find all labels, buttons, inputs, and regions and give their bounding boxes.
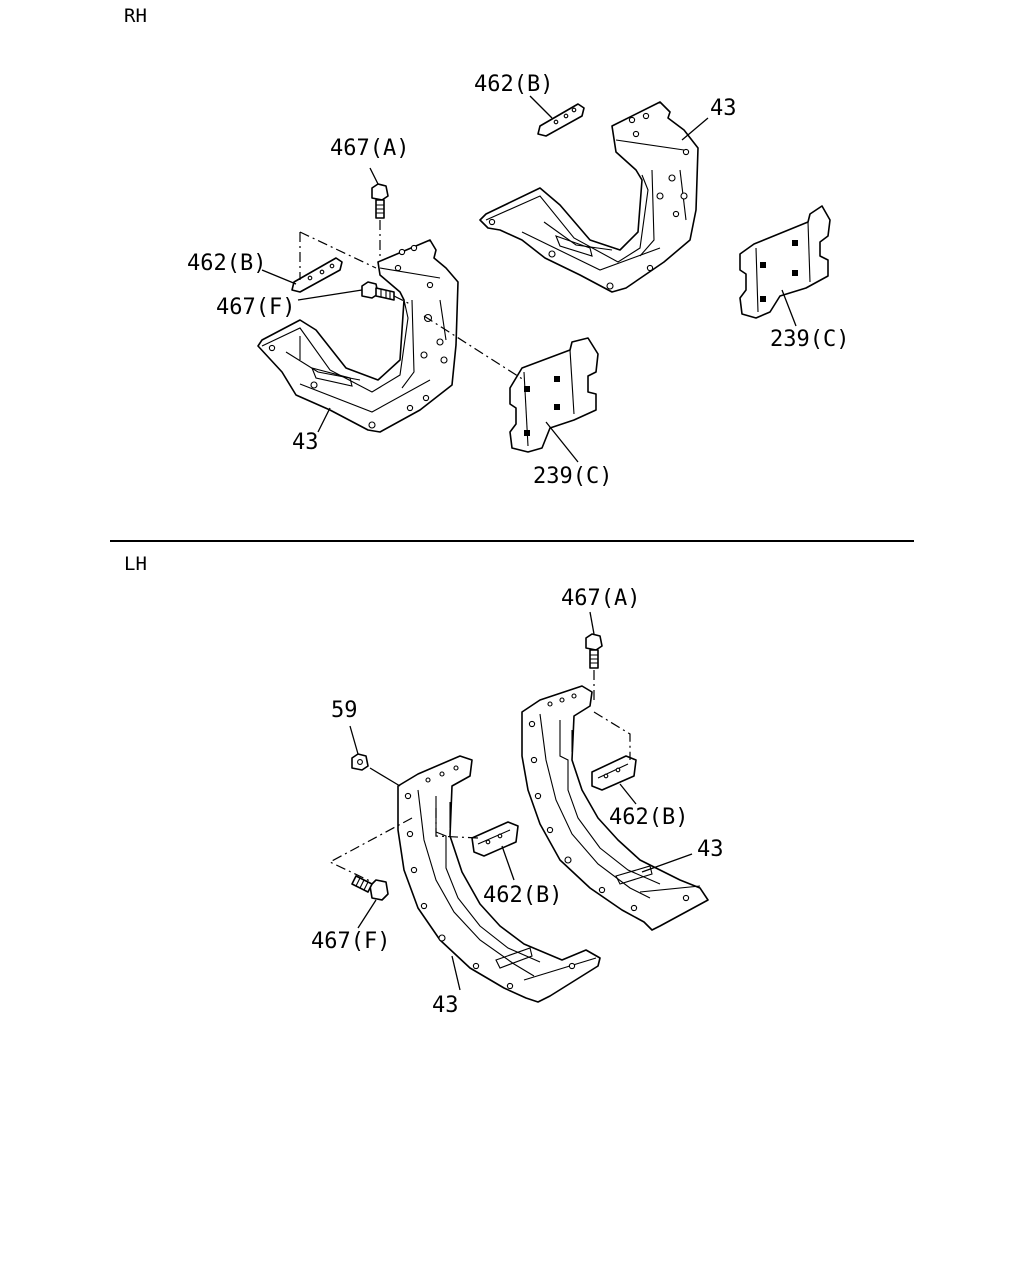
lh-leader-shim-left: [501, 845, 515, 881]
rh-callout-shim-left: 462(B): [187, 251, 266, 276]
rh-callout-bracket-right: 43: [710, 96, 737, 121]
rh-bolt-f: [361, 281, 395, 301]
rh-leader-bolt-f: [297, 289, 363, 301]
lh-leader-shim-right: [619, 783, 637, 805]
lh-leader-nut: [349, 725, 359, 755]
lh-callout-bracket-left: 43: [432, 993, 459, 1018]
rh-leader-plate-rear: [781, 289, 797, 327]
rh-bracket-front: [257, 239, 459, 433]
rh-leader-bolt-a: [369, 167, 379, 185]
lh-leader-bracket-left: [451, 955, 461, 991]
rh-callout-bolt-f: 467(F): [216, 295, 295, 320]
rh-shim-left: [291, 257, 343, 293]
lh-bolt-f: [351, 875, 389, 901]
rh-leader-shim-upper: [529, 95, 553, 119]
rh-leader-plate-front: [545, 421, 579, 463]
rh-callout-bolt-a: 467(A): [330, 136, 409, 161]
lh-leader-bolt-f: [357, 899, 377, 929]
rh-callout-plate-rear: 239(C): [770, 327, 849, 352]
lh-leader-nut-bracket: [369, 767, 401, 787]
rh-phantom-bolt-f: [393, 295, 411, 305]
rh-bolt-a: [371, 183, 389, 219]
rh-leader-bracket-right: [681, 117, 709, 141]
rh-callout-plate-front: 239(C): [533, 464, 612, 489]
lh-callout-bolt-f: 467(F): [311, 929, 390, 954]
lh-callout-shim-right: 462(B): [609, 805, 688, 830]
lh-leader-bolt-a: [589, 611, 595, 635]
rh-callout-shim-upper: 462(B): [474, 72, 553, 97]
lh-callout-bolt-a: 467(A): [561, 586, 640, 611]
rh-phantom-shim: [299, 231, 377, 280]
lh-leader-bracket-right: [641, 853, 693, 873]
rh-leader-shim-left: [261, 269, 297, 285]
lh-bracket-rear: [521, 685, 709, 931]
rh-shim-upper: [537, 103, 585, 137]
rh-plate-front: [509, 337, 599, 453]
lh-callout-shim-left: 462(B): [483, 883, 562, 908]
rh-bracket-rear: [479, 101, 699, 293]
rh-plate-rear: [739, 205, 831, 319]
rh-leader-bracket-left: [317, 407, 331, 433]
section-label-rh: RH: [124, 5, 147, 27]
lh-phantom-shim-right: [593, 711, 631, 760]
lh-bracket-front: [397, 755, 601, 1003]
lh-callout-bracket-right: 43: [697, 837, 724, 862]
lh-phantom-shim-left: [435, 808, 479, 839]
lh-bolt-a: [585, 633, 603, 669]
section-label-lh: LH: [124, 553, 147, 575]
lh-phantom-bolt-f: [328, 817, 413, 883]
lh-nut: [351, 753, 369, 771]
lh-callout-nut: 59: [331, 698, 358, 723]
rh-callout-bracket-left: 43: [292, 430, 319, 455]
lh-shim-left: [471, 821, 519, 857]
lh-shim-right: [591, 755, 637, 791]
